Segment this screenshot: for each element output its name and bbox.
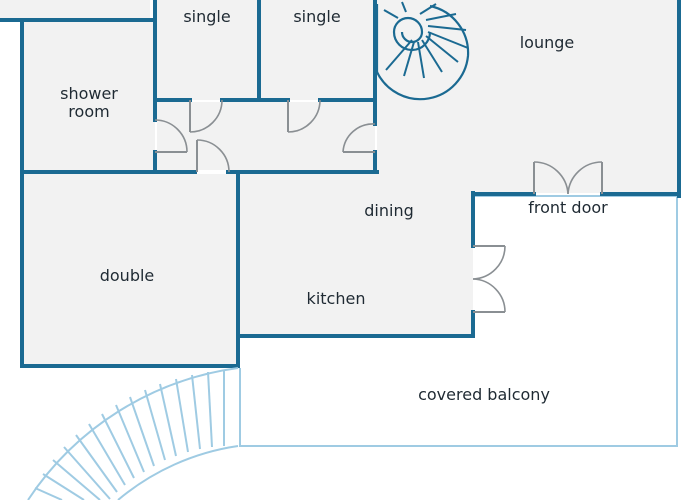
spiral-staircase-icon bbox=[375, 1, 470, 101]
label-covered-balcony: covered balcony bbox=[418, 385, 550, 404]
floor-shower-room bbox=[24, 22, 155, 170]
label-double: double bbox=[100, 266, 155, 285]
door-double bbox=[196, 139, 230, 173]
doors bbox=[154, 99, 603, 313]
floor-areas bbox=[0, 0, 677, 364]
door-shower-room bbox=[154, 119, 188, 153]
label-shower-line1: shower bbox=[60, 84, 118, 103]
door-front bbox=[533, 161, 603, 195]
door-single-1 bbox=[189, 99, 223, 133]
label-dining: dining bbox=[364, 201, 413, 220]
floor-top-left bbox=[0, 0, 150, 18]
floor-double bbox=[24, 174, 237, 364]
label-kitchen: kitchen bbox=[307, 289, 366, 308]
door-hall-lounge bbox=[342, 123, 376, 153]
door-single-2 bbox=[287, 99, 321, 133]
door-kitchen-balcony bbox=[472, 245, 506, 313]
floor-hallway bbox=[157, 102, 375, 170]
curved-staircase-icon bbox=[27, 367, 239, 500]
floor-single-1 bbox=[157, 0, 259, 100]
label-single-2: single bbox=[293, 7, 340, 26]
room-labels: single single lounge shower room dining … bbox=[60, 7, 608, 404]
label-lounge: lounge bbox=[520, 33, 575, 52]
floor-lounge-dining-kitchen bbox=[240, 0, 677, 336]
walls bbox=[0, 0, 681, 368]
label-single-1: single bbox=[183, 7, 230, 26]
floor-single-2 bbox=[261, 0, 375, 100]
label-shower-line2: room bbox=[68, 102, 109, 121]
label-front-door: front door bbox=[528, 198, 608, 217]
